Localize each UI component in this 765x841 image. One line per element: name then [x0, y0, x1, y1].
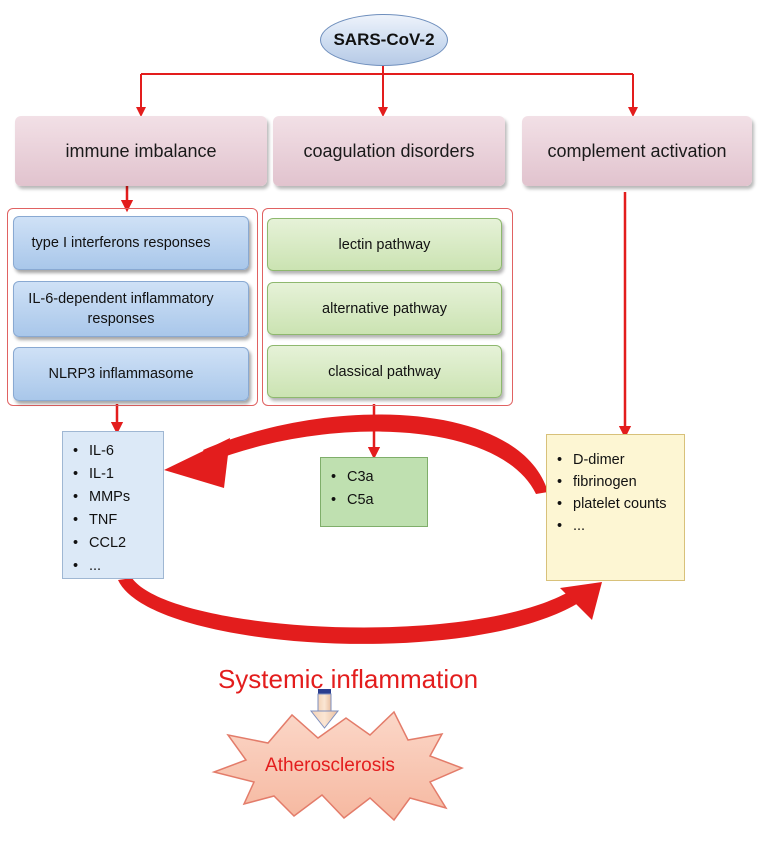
pathway-item: alternative pathway: [267, 282, 502, 335]
immune-item-label: type I interferons responses: [31, 235, 211, 251]
list-item: platelet counts: [551, 493, 680, 515]
list-item: C3a: [325, 466, 423, 489]
list-item: TNF: [67, 509, 159, 532]
pathway-label: lectin pathway: [338, 236, 431, 253]
atherosclerosis-label: Atherosclerosis: [265, 755, 395, 776]
immune-item: type I interferons responses: [13, 216, 249, 270]
list-item: IL-1: [67, 463, 159, 486]
coagulation-marker-list: D-dimer fibrinogen platelet counts ...: [546, 434, 685, 581]
immune-imbalance-box: immune imbalance: [15, 116, 267, 186]
list-item: D-dimer: [551, 449, 680, 471]
coagulation-disorders-label: coagulation disorders: [303, 140, 475, 161]
complement-activation-label: complement activation: [547, 140, 727, 161]
pathway-group: [262, 208, 513, 406]
list-item: MMPs: [67, 486, 159, 509]
atherosclerosis-burst: [211, 710, 464, 822]
pathway-label: classical pathway: [328, 363, 441, 380]
coagulation-disorders-box: coagulation disorders: [273, 116, 505, 186]
pathway-label: alternative pathway: [322, 300, 447, 317]
immune-item: NLRP3 inflammasome: [13, 347, 249, 401]
systemic-inflammation-label: Systemic inflammation: [217, 664, 479, 694]
list-item: ...: [551, 515, 680, 537]
feedback-arrowhead-left: [164, 438, 230, 488]
list-item: IL-6: [67, 440, 159, 463]
feedback-arrow-top: [203, 414, 548, 494]
list-item: ...: [67, 555, 159, 578]
pathway-item: classical pathway: [267, 345, 502, 398]
root-node: SARS-CoV-2: [320, 14, 448, 66]
feedback-arrow-bottom: [118, 578, 580, 644]
immune-imbalance-label: immune imbalance: [65, 140, 217, 161]
immune-item: IL-6-dependent inflammatory responses: [13, 281, 249, 337]
complement-product-list: C3a C5a: [320, 457, 428, 527]
immune-item-label: NLRP3 inflammasome: [48, 366, 194, 382]
cytokine-list: IL-6 IL-1 MMPs TNF CCL2 ...: [62, 431, 164, 579]
feedback-arrowhead-right: [560, 582, 602, 620]
pathway-item: lectin pathway: [267, 218, 502, 271]
down-block-arrow-icon: [309, 689, 340, 729]
root-label: SARS-CoV-2: [333, 30, 435, 49]
list-item: C5a: [325, 489, 423, 512]
root-tree-arrows: [136, 64, 638, 117]
immune-item-label: IL-6-dependent inflammatory responses: [28, 291, 214, 327]
list-item: CCL2: [67, 532, 159, 555]
complement-activation-box: complement activation: [522, 116, 752, 186]
list-item: fibrinogen: [551, 471, 680, 493]
immune-group: [7, 208, 258, 406]
